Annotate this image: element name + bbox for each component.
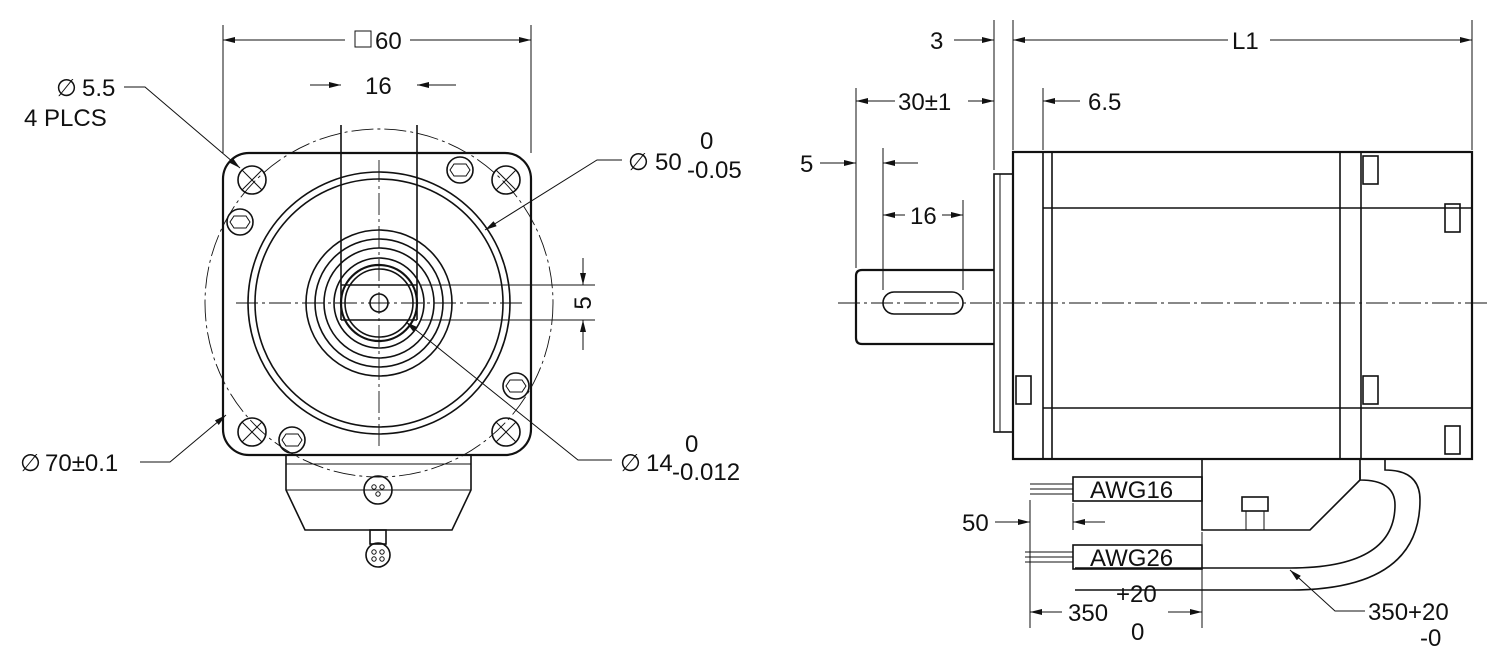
- hole-count-label: 4 PLCS: [24, 105, 107, 132]
- mount-hole-bl: [237, 417, 267, 447]
- shaft-inner: [344, 268, 414, 338]
- bolt-circle: [204, 128, 554, 478]
- flange-thickness-label: 3: [930, 28, 943, 55]
- lead-length-tol-lower: 0: [1131, 619, 1144, 646]
- key-length-label: 16: [910, 203, 937, 230]
- key-width-label: 16: [365, 73, 392, 100]
- body-length-label: L1: [1232, 28, 1259, 55]
- shaft-dia-symbol: ∅: [620, 450, 641, 477]
- cable-neck: [369, 529, 387, 545]
- pilot-dia-label: 50: [655, 149, 682, 176]
- cable-length-tol: -0: [1420, 625, 1441, 651]
- pilot-tol-upper: 0: [700, 128, 713, 155]
- pilot-outer: [247, 171, 511, 435]
- pilot-dia-symbol: ∅: [628, 149, 649, 176]
- mount-hole-tr: [491, 165, 521, 195]
- key-offset-label: 5: [800, 151, 813, 178]
- connector-housing: [285, 455, 472, 531]
- cable-end: [365, 542, 391, 568]
- cable-inner: [1075, 470, 1396, 569]
- square-flange: [221, 151, 533, 457]
- screw-notch-5: [1444, 425, 1461, 455]
- screw-bottom: [278, 426, 306, 454]
- screw-notch-2: [1362, 375, 1379, 405]
- keyway-depth-label: 5: [570, 296, 597, 309]
- side-shaft: [854, 268, 994, 346]
- pilot-depth-label: 6.5: [1088, 89, 1121, 116]
- awg16-label: AWG16: [1090, 477, 1173, 504]
- side-view: AWG16 AWG26 3 L1 30±1 6.5 5: [800, 20, 1490, 651]
- hub-ring-mid: [314, 238, 444, 368]
- screw-right: [502, 372, 530, 400]
- awg26-label: AWG26: [1090, 545, 1173, 572]
- mount-hole-tl: [237, 165, 267, 195]
- mount-hole-br: [491, 417, 521, 447]
- hole-dia-symbol: ∅: [56, 75, 77, 102]
- square-symbol-icon: [354, 30, 372, 48]
- hub-ring-outer: [305, 229, 453, 377]
- pilot-tol-lower: -0.05: [687, 157, 742, 184]
- strip-length-label: 50: [962, 510, 989, 537]
- bolt-circle-label: 70±0.1: [45, 450, 118, 477]
- center-hole: [369, 293, 389, 313]
- connector-box: [1201, 459, 1361, 531]
- connector-latch: [1241, 496, 1269, 512]
- shaft-length-label: 30±1: [898, 89, 951, 116]
- side-keyway: [882, 291, 964, 315]
- connector-plug: [363, 475, 393, 505]
- screw-notch-1: [1362, 155, 1379, 185]
- bolt-circle-symbol: ∅: [20, 450, 41, 477]
- shaft-tol-lower: -0.012: [672, 459, 740, 486]
- screw-top: [446, 156, 474, 184]
- pilot-inner: [254, 178, 504, 428]
- screw-notch-4: [1444, 203, 1461, 233]
- side-body: [1011, 150, 1474, 461]
- cable-length-label: 350+20: [1368, 599, 1449, 626]
- lead-length-tol-upper: +20: [1116, 581, 1157, 608]
- square-dim-label: 60: [375, 28, 402, 55]
- front-view: 60 16 ∅ 5.5 4 PLCS ∅ 50 0 -0.05 5 ∅ 70±0…: [20, 25, 742, 568]
- lead-length-label: 350: [1068, 600, 1108, 627]
- hub-ring-inner: [323, 247, 435, 359]
- bearing-ring: [333, 257, 425, 349]
- cable-outer: [1075, 458, 1421, 591]
- hole-dia-label: 5.5: [82, 75, 115, 102]
- shaft-dia-label: 14: [646, 450, 673, 477]
- screw-left: [226, 208, 254, 236]
- screw-notch-3: [1015, 375, 1032, 405]
- shaft-tol-upper: 0: [685, 431, 698, 458]
